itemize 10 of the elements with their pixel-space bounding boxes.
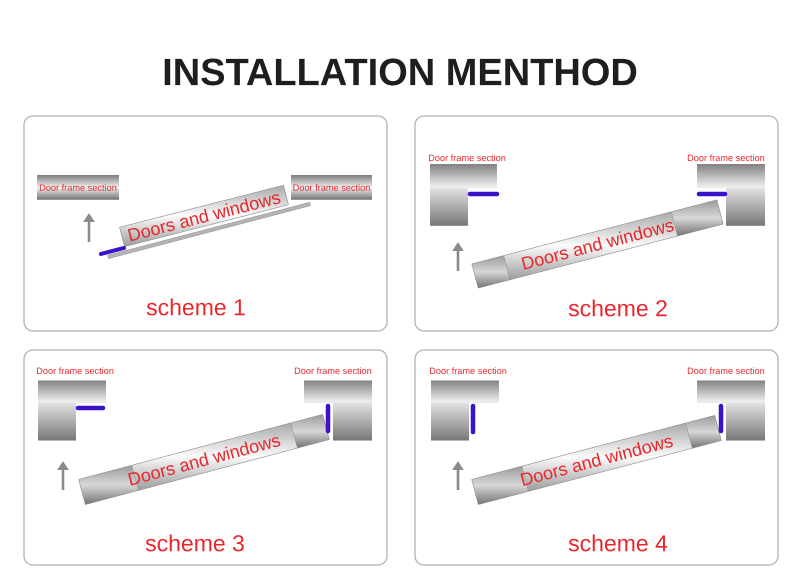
title: INSTALLATION MENTHOD (164, 58, 636, 86)
door-bar: Doors and windows (471, 415, 722, 505)
node-label: Door frame section (36, 367, 114, 374)
node-label: Door frame section (430, 367, 506, 374)
node-label: Door frame section (294, 367, 372, 374)
node-label: Door frame section (688, 154, 764, 162)
door-bar: Doors and windows (472, 200, 724, 288)
door-bar: Doors and windows (78, 414, 330, 505)
node-label: Door frame section (688, 367, 764, 374)
node-label: Door frame section (428, 154, 506, 162)
